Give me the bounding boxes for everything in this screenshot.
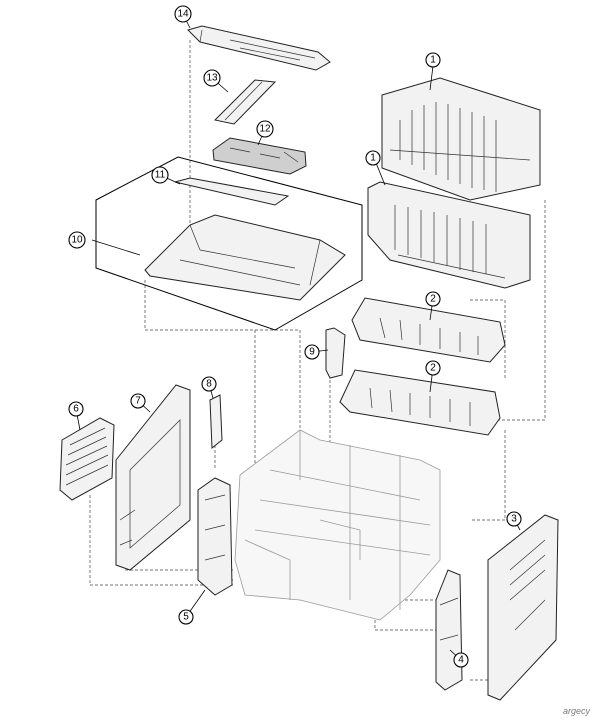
part-10-assembly-box [95,156,363,331]
svg-text:1: 1 [370,153,376,164]
callout-1a: 1 [425,52,441,68]
part-right-side-cover [487,514,559,701]
part-top-cover [144,214,346,301]
part-flat-cable [213,79,277,125]
svg-text:6: 6 [73,404,79,415]
callout-11: 11 [151,166,169,184]
svg-text:13: 13 [206,73,218,84]
part-left-side-cover [115,384,191,571]
callout-9: 9 [304,344,320,360]
svg-text:7: 7 [135,396,141,407]
part-small-bracket [325,327,346,379]
svg-text:5: 5 [183,612,189,623]
svg-text:3: 3 [511,514,517,525]
svg-text:4: 4 [458,655,464,666]
part-control-panel [212,137,307,175]
callout-6: 6 [68,401,84,417]
callout-13: 13 [203,69,221,87]
part-rear-door-upper [381,77,541,201]
part-top-rear-cover [187,25,331,71]
part-latch [209,394,223,450]
callout-8: 8 [201,376,217,392]
callout-12: 12 [256,120,274,138]
svg-text:9: 9 [309,347,315,358]
part-panel-hinge-bar [174,177,290,206]
svg-text:10: 10 [71,235,83,246]
svg-text:1: 1 [430,55,436,66]
part-paper-guide-upper [351,297,506,363]
callout-1b: 1 [365,150,381,166]
watermark-text: argecy [562,706,590,716]
part-left-inner-frame [197,477,233,596]
part-main-frame [234,429,441,621]
part-side-grille [59,417,115,501]
callout-10: 10 [68,231,86,249]
part-right-inner-frame [435,569,463,691]
part-paper-guide-lower [339,369,501,436]
svg-text:11: 11 [155,170,166,181]
svg-text:12: 12 [259,124,271,135]
svg-text:14: 14 [177,9,189,20]
callout-2a: 2 [425,291,441,307]
svg-text:8: 8 [206,379,212,390]
callout-3: 3 [506,511,522,527]
svg-text:2: 2 [430,363,436,374]
callout-4: 4 [453,652,469,668]
callout-7: 7 [130,393,146,409]
part-rear-door-lower [367,181,531,289]
callout-14: 14 [174,5,192,23]
callout-5: 5 [178,609,194,625]
svg-text:2: 2 [430,294,436,305]
callout-2b: 2 [425,360,441,376]
